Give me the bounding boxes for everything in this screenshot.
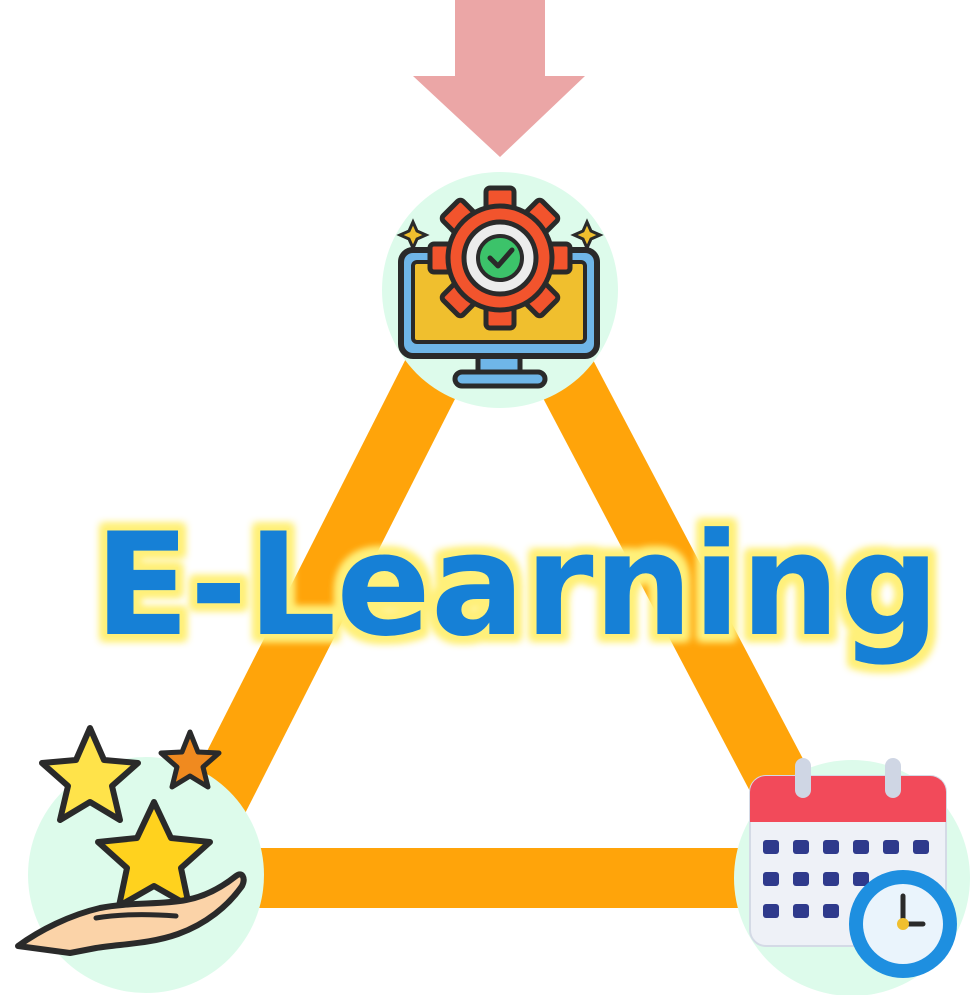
diagram-title: E-Learning: [95, 503, 940, 668]
triangle-connectors: [184, 345, 815, 908]
edge-bottom: [250, 848, 770, 908]
edge-top-right: [530, 345, 815, 810]
hand-holding-stars-icon: [15, 725, 247, 956]
edge-top-left: [184, 345, 468, 825]
monitor-gear-check-icon: [396, 185, 604, 389]
incoming-arrow: [413, 0, 585, 157]
calendar-clock-icon: [749, 758, 957, 978]
